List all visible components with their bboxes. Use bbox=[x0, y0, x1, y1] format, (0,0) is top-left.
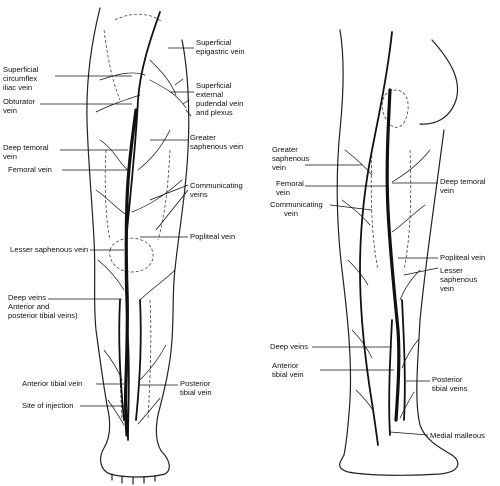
label-femoral-vein-anterior: Femoral vein bbox=[8, 165, 52, 174]
label-communicating-vein-medial: Communicating vein bbox=[270, 200, 325, 218]
medial-tibial-veins bbox=[388, 299, 406, 436]
medial-leg-outline bbox=[336, 29, 459, 476]
labels: Superficial circumflex iliac vein Obtura… bbox=[3, 38, 488, 440]
label-superficial-external-pudendal: Superficial external pudendal vein and p… bbox=[196, 81, 245, 117]
label-deep-temoral-vein-medial: Deep temoral vein bbox=[440, 177, 488, 195]
medial-femoral-deep bbox=[385, 88, 401, 422]
anterior-vein-network bbox=[95, 129, 183, 426]
anterior-femoral-deep bbox=[123, 108, 138, 437]
anterior-knee-outline bbox=[109, 237, 154, 273]
label-site-of-injection: Site of injection bbox=[22, 401, 74, 410]
medial-greater-saphenous bbox=[359, 31, 393, 446]
anterior-leg-figure bbox=[86, 7, 192, 485]
medial-vein-network bbox=[341, 149, 431, 419]
anterior-toes bbox=[111, 473, 156, 485]
label-deep-veins-medial: Deep veins bbox=[270, 342, 308, 351]
label-deep-temoral-vein-anterior: Deep temoral vein bbox=[3, 143, 51, 161]
label-greater-saphenous-medial: Greater saphenous vein bbox=[272, 145, 311, 172]
leader-lines bbox=[40, 47, 439, 436]
anterior-tibial-pair bbox=[118, 299, 142, 421]
label-obturator-vein: Obturator vein bbox=[3, 97, 37, 115]
medial-hip-outline bbox=[419, 39, 459, 125]
label-anterior-tibial-vein-medial: Anterior tibial vein bbox=[272, 361, 304, 379]
label-medial-malleous: Medial malleous bbox=[430, 431, 485, 440]
label-femoral-vein-medial: Femoral vein bbox=[276, 179, 306, 197]
label-popliteal-vein-medial: Popliteal vein bbox=[440, 253, 485, 262]
label-superficial-epigastric: Superficial epigastric vein bbox=[196, 38, 245, 56]
label-superficial-circumflex-iliac: Superficial circumflex iliac vein bbox=[3, 65, 41, 92]
label-posterior-tibial-veins-medial: Posterior tibial veins bbox=[432, 375, 468, 393]
anterior-leg-outline bbox=[86, 7, 190, 478]
label-popliteal-vein-anterior: Popliteal vein bbox=[190, 232, 235, 241]
label-lesser-saphenous-medial: Lesser saphenous vein bbox=[440, 266, 479, 293]
label-posterior-tibial-vein-anterior: Posterior tibial vein bbox=[180, 379, 213, 397]
label-communicating-veins: Communicating veins bbox=[190, 181, 245, 199]
anterior-bone-dashes bbox=[103, 13, 171, 421]
label-deep-veins-anterior: Deep veins Anterior and posterior tibial… bbox=[8, 293, 78, 320]
label-lesser-saphenous-anterior: Lesser saphenous vein bbox=[10, 245, 88, 254]
medial-leg-figure bbox=[336, 29, 459, 476]
label-anterior-tibial-vein-anterior: Anterior tibial vein bbox=[22, 379, 82, 388]
label-greater-saphenous-anterior: Greater saphenous vein bbox=[190, 133, 243, 151]
